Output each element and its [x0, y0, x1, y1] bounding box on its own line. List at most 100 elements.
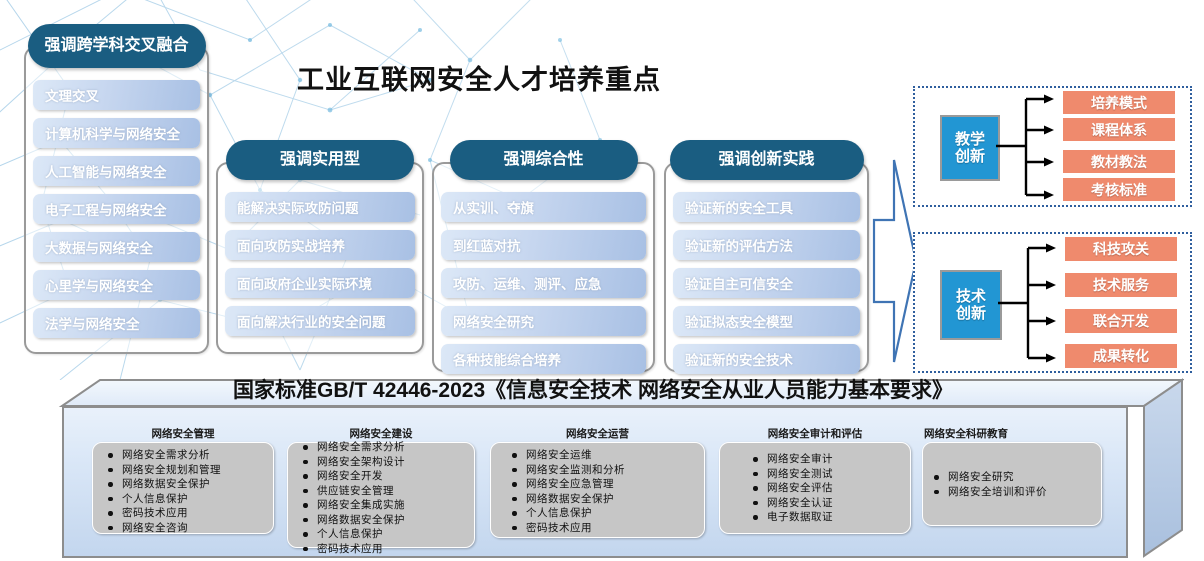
list-item[interactable]: 验证新的评估方法: [673, 230, 860, 260]
segment-list: 网络安全需求分析 网络安全架构设计 网络安全开发 供应链安全管理 网络安全集成实…: [301, 440, 405, 556]
list-item: 供应链安全管理: [301, 484, 405, 499]
segment-network-security-management: 网络安全管理 网络安全需求分析 网络安全规划和管理 网络数据安全保护 个人信息保…: [92, 426, 274, 534]
segment-network-security-operations: 网络安全运营 网络安全运维 网络安全监测和分析 网络安全应急管理 网络数据安全保…: [490, 426, 705, 538]
segment-box: [719, 442, 911, 534]
list-item[interactable]: 人工智能与网络安全: [33, 156, 200, 186]
list-item[interactable]: 心里学与网络安全: [33, 270, 200, 300]
leaf-item[interactable]: 联合开发: [1065, 309, 1177, 333]
leaf-item[interactable]: 课程体系: [1063, 118, 1175, 141]
list-item: 网络安全集成实施: [301, 498, 405, 513]
segment-heading: 网络安全审计和评估: [767, 428, 863, 440]
leaf-item[interactable]: 考核标准: [1063, 178, 1175, 201]
panel-technology-innovation: 技术 创新 科技攻关 技术服务 联合开发 成果转化: [913, 232, 1192, 373]
list-item[interactable]: 各种技能综合培养: [441, 344, 646, 374]
list-item: 网络安全架构设计: [301, 455, 405, 470]
list-item: 个人信息保护: [106, 492, 221, 507]
list-item: 网络安全咨询: [106, 521, 221, 536]
segment-box: [287, 442, 475, 548]
list-item: 网络安全认证: [751, 496, 833, 511]
list-item[interactable]: 计算机科学与网络安全: [33, 118, 200, 148]
segment-network-security-research-education: 网络安全科研教育 网络安全研究 网络安全培训和评价: [922, 426, 1102, 526]
segment-box: [490, 442, 705, 538]
segment-network-security-audit-evaluation: 网络安全审计和评估 网络安全审计 网络安全测试 网络安全评估 网络安全认证 电子…: [719, 426, 911, 534]
segment-network-security-construction: 网络安全建设 网络安全需求分析 网络安全架构设计 网络安全开发 供应链安全管理 …: [287, 426, 475, 555]
list-item: 网络数据安全保护: [510, 492, 625, 507]
list-item: 电子数据取证: [751, 510, 833, 525]
standard-banner: 国家标准GB/T 42446-2023《信息安全技术 网络安全从业人员能力基本要…: [22, 378, 1184, 558]
branch-connector-teaching: [996, 94, 1054, 200]
list-item[interactable]: 大数据与网络安全: [33, 232, 200, 262]
leaf-item[interactable]: 技术服务: [1065, 273, 1177, 297]
list-item[interactable]: 攻防、运维、测评、应急: [441, 268, 646, 298]
leaf-item[interactable]: 培养模式: [1063, 91, 1175, 114]
list-item: 网络数据安全保护: [301, 513, 405, 528]
list-item[interactable]: 验证新的安全工具: [673, 192, 860, 222]
list-item: 网络安全评估: [751, 481, 833, 496]
list-item[interactable]: 电子工程与网络安全: [33, 194, 200, 224]
node-label-line1: 技术: [955, 287, 986, 305]
node-technology-innovation[interactable]: 技术 创新: [940, 270, 1002, 340]
list-item: 网络安全监测和分析: [510, 463, 625, 478]
column-header-label: 强调实用型: [279, 150, 360, 168]
branch-connector-technology: [998, 243, 1056, 363]
list-item: 网络安全规划和管理: [106, 463, 221, 478]
list-item: 密码技术应用: [510, 521, 625, 536]
list-item: 密码技术应用: [106, 506, 221, 521]
column-header-practical[interactable]: 强调实用型: [226, 140, 414, 180]
column-header-label: 强调跨学科交叉融合: [44, 36, 189, 54]
list-item[interactable]: 从实训、夺旗: [441, 192, 646, 222]
leaf-item[interactable]: 成果转化: [1065, 344, 1177, 368]
list-item[interactable]: 能解决实际攻防问题: [225, 192, 415, 222]
segment-box: [92, 442, 274, 534]
list-item[interactable]: 法学与网络安全: [33, 308, 200, 338]
column-practical: 强调实用型 能解决实际攻防问题 面向攻防实战培养 面向政府企业实际环境 面向解决…: [216, 140, 424, 354]
list-item: 个人信息保护: [301, 527, 405, 542]
node-label-line2: 创新: [954, 148, 985, 165]
column-innovation-practice: 强调创新实践 验证新的安全工具 验证新的评估方法 验证自主可信安全 验证拟态安全…: [664, 140, 869, 374]
node-label-line1: 教学: [954, 130, 985, 148]
segment-heading: 网络安全科研教育: [924, 428, 1008, 440]
column-header-comprehensive[interactable]: 强调综合性: [449, 140, 638, 180]
segment-list: 网络安全审计 网络安全测试 网络安全评估 网络安全认证 电子数据取证: [751, 452, 833, 525]
banner-title: 国家标准GB/T 42446-2023《信息安全技术 网络安全从业人员能力基本要…: [233, 379, 953, 402]
list-item: 网络安全需求分析: [106, 448, 221, 463]
column-header-label: 强调综合性: [503, 150, 584, 168]
list-item[interactable]: 面向政府企业实际环境: [225, 268, 415, 298]
segment-heading: 网络安全运营: [566, 428, 629, 440]
column-header-interdisciplinary[interactable]: 强调跨学科交叉融合: [27, 24, 206, 68]
list-item: 网络安全测试: [751, 467, 833, 482]
leaf-item[interactable]: 教材教法: [1063, 150, 1175, 173]
page-title: 工业互联网安全人才培养重点: [297, 65, 661, 95]
list-item[interactable]: 验证拟态安全模型: [673, 306, 860, 336]
list-item: 网络安全研究: [932, 470, 1047, 485]
column-header-label: 强调创新实践: [718, 150, 815, 168]
segment-list: 网络安全运维 网络安全监测和分析 网络安全应急管理 网络数据安全保护 个人信息保…: [510, 448, 625, 535]
list-item: 网络安全审计: [751, 452, 833, 467]
list-item[interactable]: 验证自主可信安全: [673, 268, 860, 298]
column-interdisciplinary: 强调跨学科交叉融合 文理交叉 计算机科学与网络安全 人工智能与网络安全 电子工程…: [24, 24, 209, 354]
list-item: 个人信息保护: [510, 506, 625, 521]
panel-teaching-innovation: 教学 创新 培养模式 课程体系 教材教法 考核标准: [913, 86, 1192, 207]
list-item: 网络安全应急管理: [510, 477, 625, 492]
segment-heading: 网络安全建设: [349, 428, 413, 440]
right-arrow-icon: [872, 159, 918, 363]
list-item: 密码技术应用: [301, 542, 405, 557]
list-item: 网络安全需求分析: [301, 440, 405, 455]
list-item[interactable]: 文理交叉: [33, 80, 200, 110]
leaf-item[interactable]: 科技攻关: [1065, 237, 1177, 261]
list-item: 网络数据安全保护: [106, 477, 221, 492]
list-item: 网络安全运维: [510, 448, 625, 463]
list-item: 网络安全开发: [301, 469, 405, 484]
node-teaching-innovation[interactable]: 教学 创新: [940, 115, 1000, 181]
segment-list: 网络安全需求分析 网络安全规划和管理 网络数据安全保护 个人信息保护 密码技术应…: [106, 448, 221, 535]
column-comprehensive: 强调综合性 从实训、夺旗 到红蓝对抗 攻防、运维、测评、应急 网络安全研究 各种…: [432, 140, 655, 374]
list-item[interactable]: 面向解决行业的安全问题: [225, 306, 415, 336]
list-item[interactable]: 验证新的安全技术: [673, 344, 860, 374]
list-item[interactable]: 面向攻防实战培养: [225, 230, 415, 260]
list-item: 网络安全培训和评价: [932, 485, 1047, 500]
list-item[interactable]: 到红蓝对抗: [441, 230, 646, 260]
node-label-line2: 创新: [955, 305, 986, 322]
list-item[interactable]: 网络安全研究: [441, 306, 646, 336]
column-header-innovation-practice[interactable]: 强调创新实践: [669, 140, 864, 180]
